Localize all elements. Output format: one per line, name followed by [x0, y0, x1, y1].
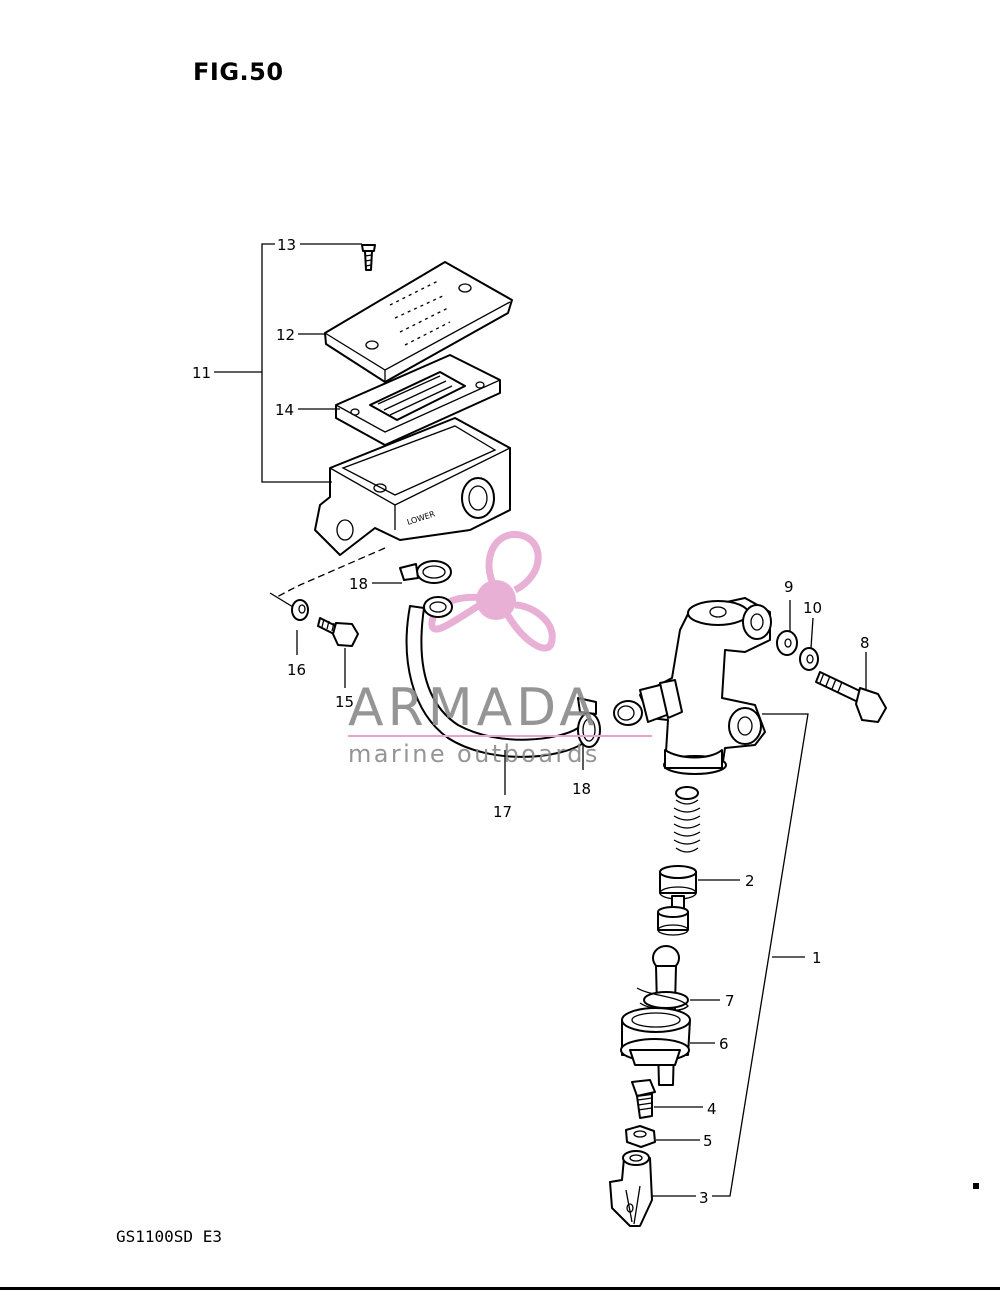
leader-lines [214, 243, 867, 1197]
part-lock-washer-10 [799, 647, 819, 671]
part-washer-16 [291, 599, 309, 621]
callout-numbers: 1 2 3 4 5 6 7 8 9 10 11 12 13 14 15 16 1… [192, 236, 870, 1207]
callout-4: 4 [707, 1100, 717, 1118]
dashed-mount-line [274, 547, 386, 599]
callout-18-upper: 18 [349, 575, 368, 593]
callout-7: 7 [725, 992, 735, 1010]
callout-1: 1 [812, 949, 822, 967]
part-boot-6 [620, 1007, 691, 1066]
part-piston-set-2 [657, 786, 701, 936]
callout-11: 11 [192, 364, 211, 382]
part-hose-clamp-18-lower [577, 697, 601, 748]
part-nut-5 [625, 1125, 656, 1148]
part-bolt-15 [317, 617, 359, 647]
callout-13: 13 [277, 236, 296, 254]
callout-6: 6 [719, 1035, 729, 1053]
model-code: GS1100SD E3 [116, 1227, 222, 1246]
callout-10: 10 [803, 599, 822, 617]
part-reservoir-body-11: LOWER [314, 417, 511, 556]
part-master-cylinder-1 [613, 597, 772, 775]
part-rod-4 [631, 1079, 656, 1119]
callout-15: 15 [335, 693, 354, 711]
callout-2: 2 [745, 872, 755, 890]
part-reservoir-cap-12 [324, 261, 513, 383]
corner-mark [973, 1183, 979, 1189]
callout-9: 9 [784, 578, 794, 596]
watermark: ARMADA marine outboards [348, 678, 652, 768]
callout-8: 8 [860, 634, 870, 652]
part-bolt-8 [815, 671, 887, 723]
part-washer-9 [776, 630, 798, 656]
callout-14: 14 [275, 401, 294, 419]
callout-16: 16 [287, 661, 306, 679]
watermark-propeller-icon [428, 531, 556, 652]
part-clevis-3 [609, 1150, 653, 1227]
part-hose-clamp-18-upper [399, 560, 452, 584]
part-hose-17 [405, 596, 586, 758]
callout-12: 12 [276, 326, 295, 344]
callout-17: 17 [493, 803, 512, 821]
figure-title: FIG.50 [193, 58, 284, 86]
watermark-brand: ARMADA [348, 678, 599, 738]
part-diaphragm-14 [335, 354, 501, 446]
callout-18-lower: 18 [572, 780, 591, 798]
callout-3: 3 [699, 1189, 709, 1207]
watermark-tagline: marine outboards [348, 740, 600, 768]
bottom-border [0, 1287, 1000, 1290]
callout-5: 5 [703, 1132, 713, 1150]
part-screw-13 [361, 244, 376, 271]
